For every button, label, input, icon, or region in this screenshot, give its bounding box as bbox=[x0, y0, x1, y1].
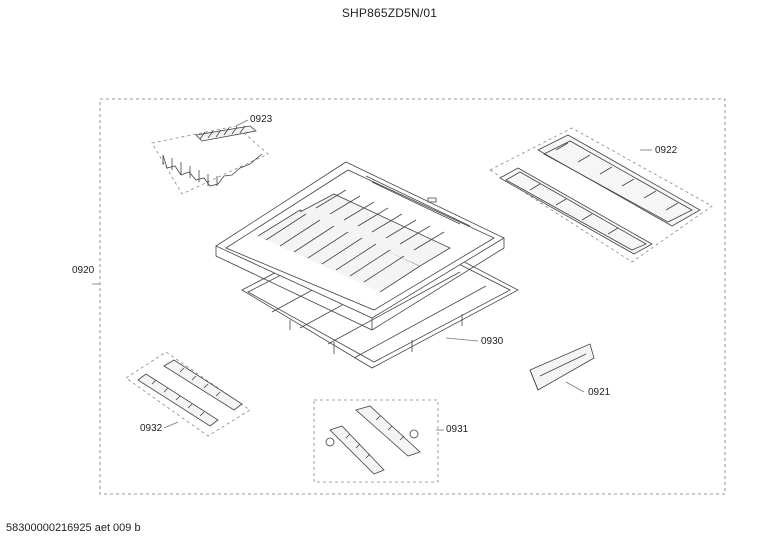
leader-0923 bbox=[236, 120, 248, 126]
part-0931-clip-set bbox=[314, 400, 444, 482]
part-0930-cutlery-drawer bbox=[216, 162, 518, 368]
callout-0922: 0922 bbox=[655, 145, 678, 156]
part-0923-tine-insert bbox=[152, 120, 268, 194]
leader-0932 bbox=[164, 422, 178, 428]
callout-0923: 0923 bbox=[250, 114, 273, 125]
part-0932-side-clips bbox=[126, 352, 250, 436]
callout-0920: 0920 bbox=[72, 265, 95, 276]
assembly-frame-0920 bbox=[100, 99, 725, 494]
callout-0932: 0932 bbox=[140, 423, 163, 434]
part-0921-handle bbox=[530, 344, 594, 392]
drawing-reference: 58300000216925 aet 009 b bbox=[6, 522, 141, 534]
model-title: SHP865ZD5N/01 bbox=[341, 6, 438, 20]
part-0922-tray-rails bbox=[490, 128, 712, 262]
leader-0930 bbox=[446, 338, 478, 341]
callout-0930: 0930 bbox=[481, 336, 504, 347]
callout-0921: 0921 bbox=[588, 387, 611, 398]
callout-0931: 0931 bbox=[446, 424, 469, 435]
leader-0921 bbox=[566, 382, 584, 392]
